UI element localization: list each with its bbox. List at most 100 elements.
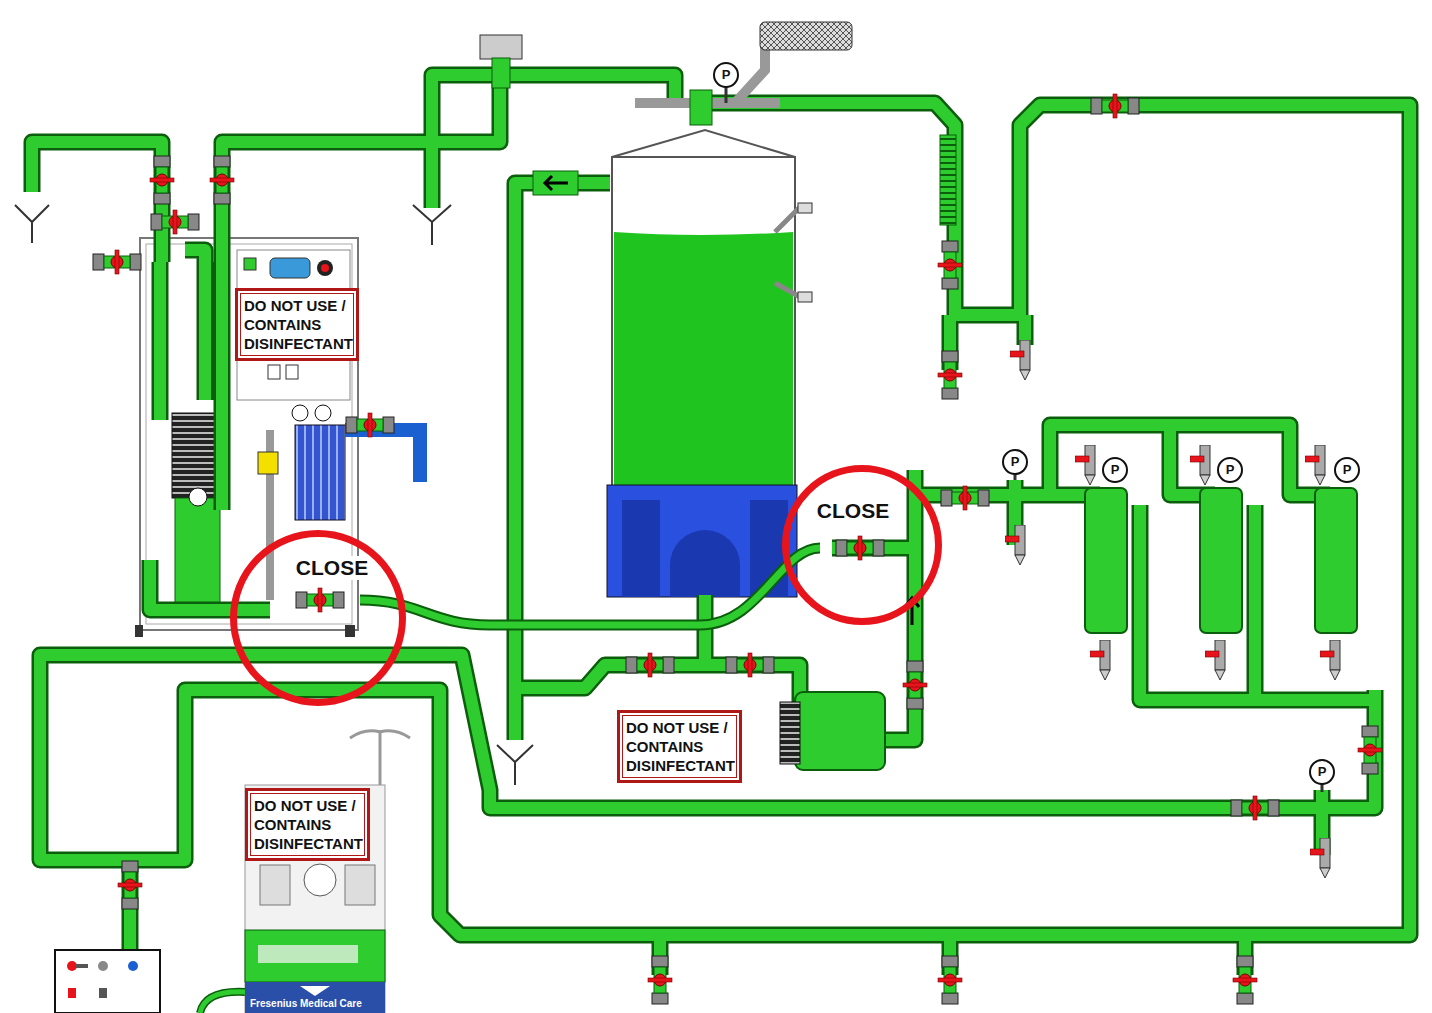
drain-symbol (15, 205, 533, 785)
ro-unit (295, 425, 345, 520)
valve (626, 653, 674, 677)
tank-fittings (480, 22, 1322, 792)
drain-valve (1090, 640, 1110, 680)
valve (346, 413, 394, 437)
tank-fittings (690, 90, 712, 125)
dialysis-machine (245, 785, 385, 1013)
dialysis-machine (200, 992, 245, 1013)
pump (905, 598, 919, 625)
warning-label: DO NOT USE / CONTAINS DISINFECTANT (235, 288, 359, 361)
pressure-gauge (714, 63, 738, 87)
valve (1233, 956, 1257, 1004)
warning-text: DO NOT USE / CONTAINS DISINFECTANT (626, 718, 733, 775)
filter-housing (1315, 488, 1357, 633)
wall-panel (128, 961, 138, 971)
instruction-text: CLOSE (294, 556, 370, 580)
ro-unit (135, 625, 143, 637)
tank-fittings (480, 35, 522, 59)
gauge-letter: P (1011, 455, 1020, 469)
highlight-circle: CLOSE (230, 530, 406, 706)
drain-valve (1320, 640, 1340, 680)
valve (903, 661, 927, 709)
ro-unit (172, 413, 220, 498)
ro-unit (135, 238, 420, 637)
warning-text: DO NOT USE / CONTAINS DISINFECTANT (254, 796, 361, 853)
water-system-illustration (32, 75, 1410, 975)
gauge-letter: P (1343, 463, 1352, 477)
pump (780, 702, 800, 764)
highlight-circle: CLOSE (782, 465, 942, 625)
pressure-gauge (1310, 760, 1334, 784)
ro-unit (317, 260, 333, 276)
storage-tank (607, 130, 812, 597)
drain-symbol (497, 745, 533, 785)
ro-unit (270, 258, 310, 278)
valve (210, 156, 234, 204)
filter-housing (1085, 488, 1127, 633)
hose (360, 548, 820, 625)
valve (648, 956, 672, 1004)
dialysis-machine (260, 865, 290, 905)
ro-unit (258, 452, 278, 474)
valve (726, 653, 774, 677)
drain-valve (1005, 525, 1025, 565)
ro-unit (244, 258, 256, 270)
dialysis-machine (304, 864, 336, 896)
pressure-gauge (1103, 458, 1127, 482)
storage-tank (622, 500, 660, 597)
warning-text: DO NOT USE / CONTAINS DISINFECTANT (244, 296, 350, 353)
brand-text: Fresenius Medical Care (250, 998, 362, 1010)
wall-panel (99, 988, 107, 998)
tank-fittings (760, 22, 852, 50)
warning-label: DO NOT USE / CONTAINS DISINFECTANT (245, 788, 370, 861)
tank-fittings (940, 135, 956, 225)
storage-tank (614, 232, 793, 485)
valve (941, 486, 989, 510)
ro-unit (286, 365, 298, 379)
ro-unit (315, 405, 331, 421)
valve (1358, 726, 1382, 774)
valve (938, 241, 962, 289)
pressure-gauge (714, 63, 1359, 784)
valve (118, 861, 142, 909)
valve (151, 210, 199, 234)
filter-housing (1085, 488, 1357, 633)
dialysis-machine (245, 930, 385, 982)
valve (93, 250, 141, 274)
tank-fittings (545, 176, 568, 190)
hose (360, 548, 820, 625)
warning-label: DO NOT USE / CONTAINS DISINFECTANT (617, 710, 742, 783)
ro-unit (345, 430, 420, 482)
valve (938, 351, 962, 399)
wall-panel (55, 950, 160, 1013)
ro-unit (189, 488, 207, 506)
dialysis-machine (200, 730, 410, 1013)
gauge-letter: P (1318, 765, 1327, 779)
dialysis-machine (300, 986, 330, 996)
tank-fittings (726, 87, 1322, 792)
drain-valve (1005, 340, 1340, 878)
storage-tank (670, 530, 740, 597)
ro-unit (292, 405, 308, 421)
tank-fittings (492, 58, 510, 88)
drain-valve (1010, 340, 1030, 380)
valve (296, 588, 344, 612)
pressure-gauge (1335, 458, 1359, 482)
dialysis-machine (245, 982, 385, 1013)
wall-panel (76, 964, 88, 968)
dialysis-machine (258, 945, 358, 963)
dialysis-machine (345, 865, 375, 905)
drain-valve (1305, 445, 1325, 485)
valve (938, 956, 962, 1004)
pump (795, 692, 885, 770)
valve (836, 536, 884, 560)
wall-panel (67, 961, 77, 971)
filter-housing (1200, 488, 1242, 633)
drain-symbol (413, 205, 451, 245)
wall-panel (68, 988, 76, 998)
ro-unit (268, 365, 280, 379)
dialysis-machine (200, 992, 245, 1013)
gauge-letter: P (1111, 463, 1120, 477)
